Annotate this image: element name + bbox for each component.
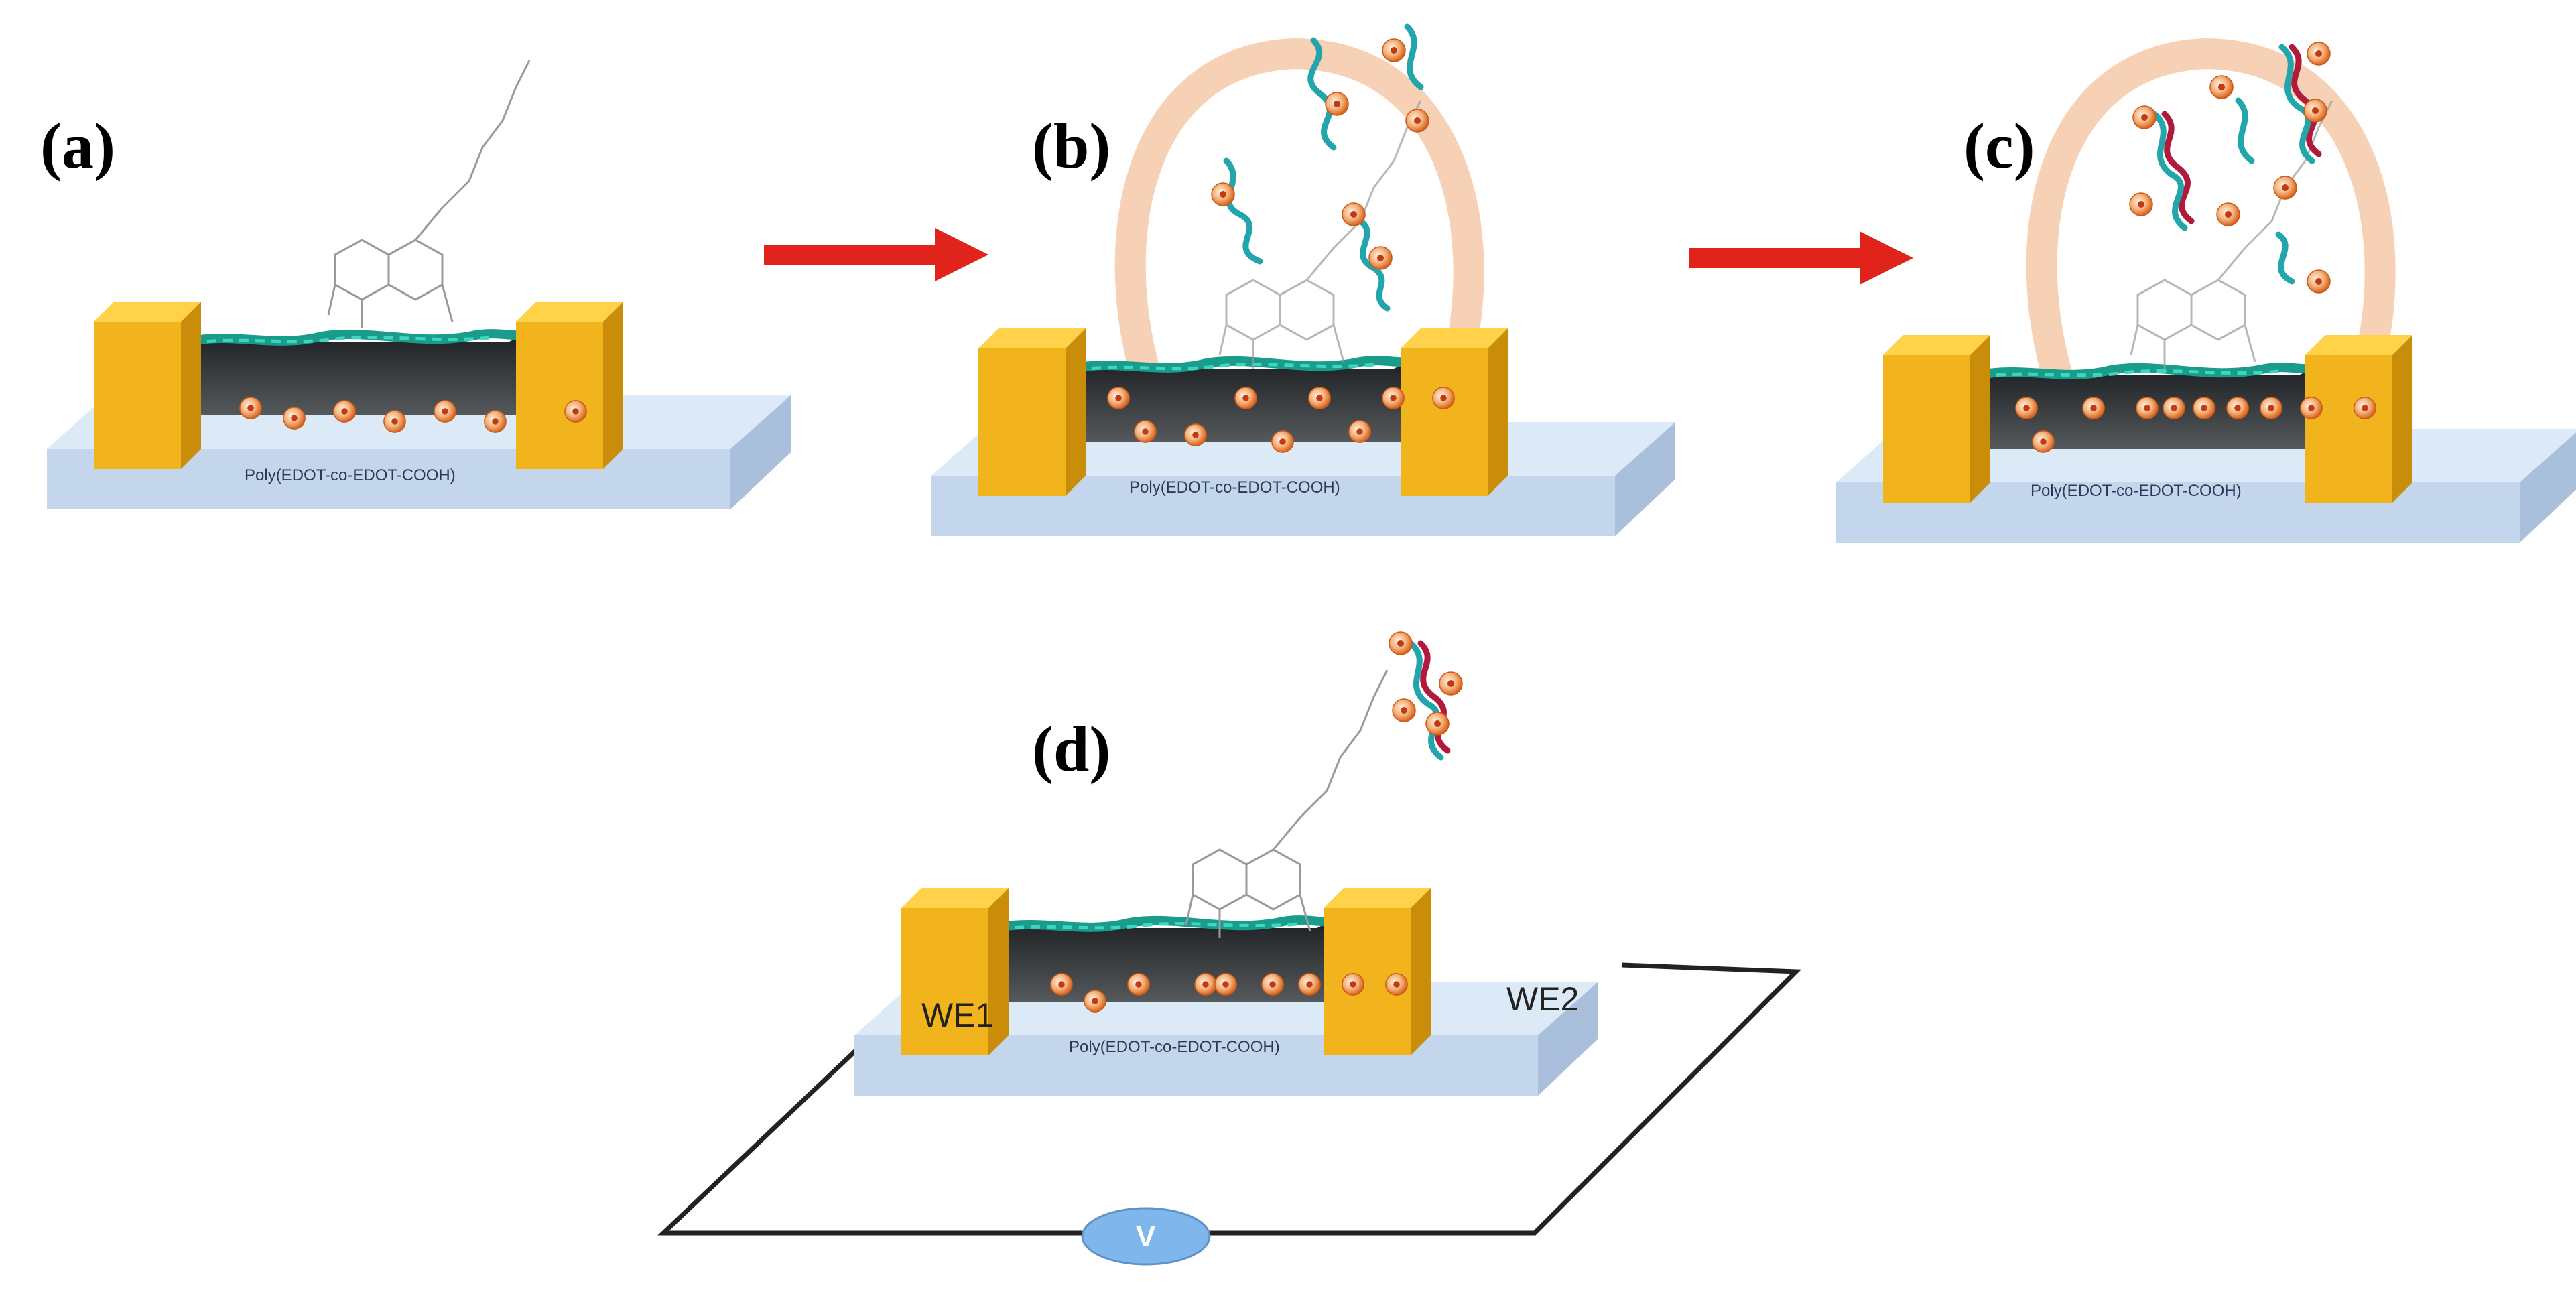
electrode-label-we2: WE2 [1506, 980, 1579, 1018]
droplet-icon [2026, 38, 2396, 380]
film-label-c: Poly(EDOT-co-EDOT-COOH) [2031, 482, 2242, 500]
panel-a: (a) Poly(EDOT-co-EDOT-COOH) [40, 59, 791, 509]
panel-label-c: (c) [1963, 110, 2035, 182]
panel-c: (c) [1836, 38, 2576, 543]
panel-label-b: (b) [1032, 110, 1110, 182]
electrode-label-we1: WE1 [921, 996, 994, 1034]
panel-d: (d) [657, 631, 1802, 1266]
film-label-d: Poly(EDOT-co-EDOT-COOH) [1069, 1038, 1280, 1056]
film-label-b: Poly(EDOT-co-EDOT-COOH) [1129, 478, 1340, 497]
droplet-icon [1114, 38, 1484, 380]
dna-strands-d [1407, 640, 1451, 761]
voltmeter-icon: V [1081, 1207, 1211, 1266]
arrow-icon [764, 228, 988, 281]
panel-label-a: (a) [40, 110, 115, 182]
panel-label-d: (d) [1032, 713, 1110, 785]
voltmeter-label: V [1136, 1220, 1156, 1253]
dna-strands-b [1223, 23, 1424, 312]
arrow-icon [1689, 231, 1913, 285]
film-label-a: Poly(EDOT-co-EDOT-COOH) [245, 466, 456, 484]
dna-strands-c [2151, 44, 2322, 285]
panel-b: (b) [931, 23, 1675, 536]
circuit-wire [657, 962, 1802, 1236]
